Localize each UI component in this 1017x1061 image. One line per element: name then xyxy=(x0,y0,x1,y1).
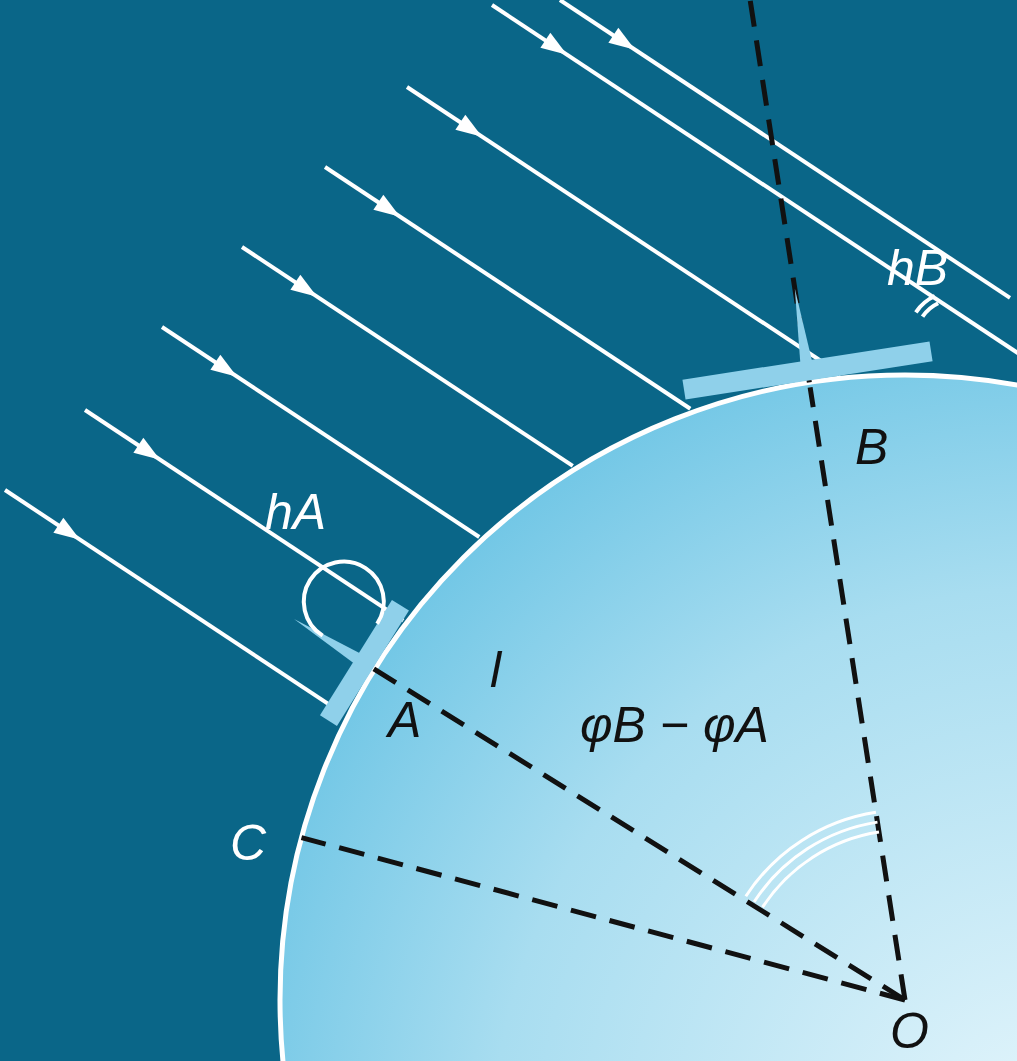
sun-ray xyxy=(492,5,1017,397)
gnomon xyxy=(795,288,812,363)
sun-ray xyxy=(85,410,403,621)
ray-arrowhead xyxy=(608,28,635,50)
ray-arrowhead xyxy=(540,33,567,55)
sun-ray xyxy=(325,167,690,409)
angle-label: hA xyxy=(265,487,326,537)
point-label: B xyxy=(855,422,888,472)
angle-label: hB xyxy=(887,243,948,293)
sun-ray xyxy=(560,0,1010,298)
angle-arc-hA xyxy=(304,562,384,636)
sun-ray xyxy=(162,327,479,537)
ray-arrowhead xyxy=(290,275,317,297)
point-label: O xyxy=(890,1006,929,1056)
point-label: A xyxy=(388,695,421,745)
gnomon xyxy=(294,619,361,664)
ray-arrowhead xyxy=(133,438,160,460)
central-angle-arc xyxy=(746,812,876,896)
point-label: C xyxy=(230,818,266,868)
sun-ray xyxy=(242,247,573,466)
ray-arrowhead xyxy=(210,355,237,377)
angle-arc-hB xyxy=(916,296,935,312)
ray-arrowhead xyxy=(455,115,482,137)
radius-line xyxy=(301,838,905,1000)
angle-arc-hB xyxy=(923,303,939,316)
ray-arrowhead xyxy=(53,518,80,540)
radius-line xyxy=(366,664,905,1000)
ray-arrowhead xyxy=(373,195,400,217)
radius-line xyxy=(810,387,905,1000)
distance-label: l xyxy=(490,645,501,695)
angle-label: φB − φA xyxy=(580,700,769,750)
sun-ray xyxy=(407,87,841,374)
